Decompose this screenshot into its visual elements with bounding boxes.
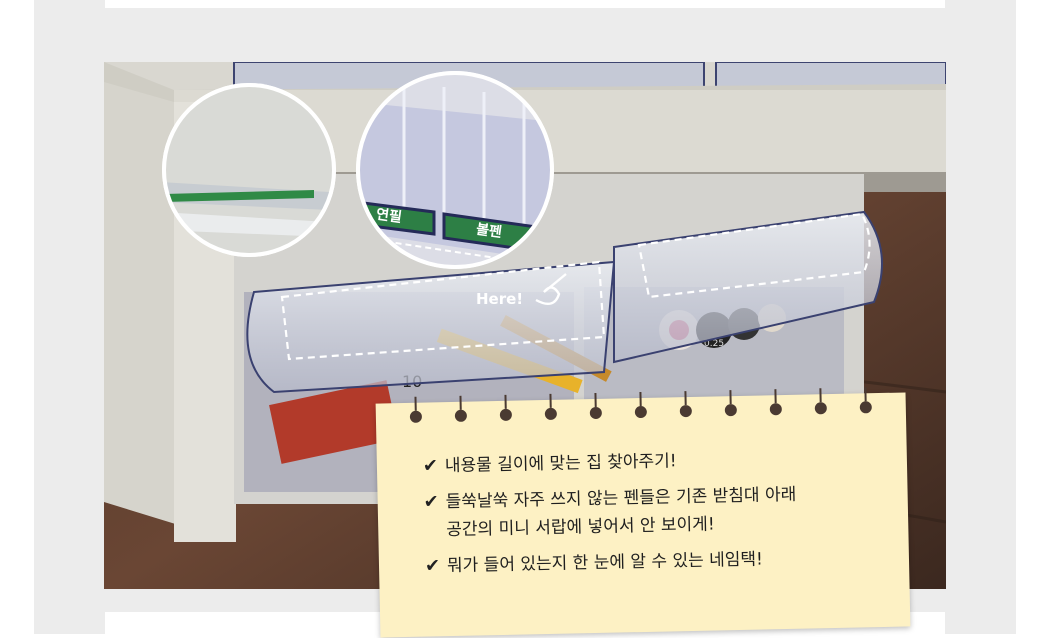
list-item: ✔ 들쑥날쑥 자주 쓰지 않는 펜들은 기존 받침대 아래 공간의 미니 서랍에… — [423, 479, 878, 544]
binding-hole — [500, 408, 513, 421]
binding-hole — [859, 401, 872, 414]
sticky-note: ✔ 내용물 길이에 맞는 집 찾아주기! ✔ 들쑥날쑥 자주 쓰지 않는 펜들은… — [375, 392, 911, 638]
binding-hole — [634, 405, 647, 419]
binding-hole — [724, 404, 737, 417]
list-item: ✔ 내용물 길이에 맞는 집 찾아주기! — [423, 443, 877, 481]
photo-illustration: 10 0.25 — [104, 62, 946, 589]
check-icon: ✔ — [423, 491, 439, 513]
label-ballpen: 볼펜 — [475, 222, 503, 241]
binding-hole — [679, 404, 692, 418]
binding-hole — [769, 403, 782, 416]
list-item-text: 공간의 미니 서랍에 넣어서 안 보이게! — [446, 514, 715, 541]
binding-hole — [544, 407, 558, 421]
list-item: ✔ 뭐가 들어 있는지 한 눈에 알 수 있는 네임택! — [425, 543, 879, 581]
binding-hole — [455, 409, 468, 422]
binding-hole — [814, 402, 827, 415]
product-photo: 10 0.25 — [104, 62, 946, 589]
drawer-number-right: 0.25 — [704, 339, 724, 349]
list-item-text: 뭐가 들어 있는지 한 눈에 알 수 있는 네임택! — [446, 549, 764, 577]
zoom-circle-nametags: 연필 볼펜 — [356, 71, 554, 269]
check-icon: ✔ — [422, 455, 439, 477]
here-label: Here! — [476, 290, 523, 308]
label-pencil: 연필 — [375, 206, 403, 226]
zoom-circle-rail — [162, 83, 336, 257]
top-card — [105, 0, 945, 8]
feature-list: ✔ 내용물 길이에 맞는 집 찾아주기! ✔ 들쑥날쑥 자주 쓰지 않는 펜들은… — [423, 443, 880, 588]
list-item-text: 내용물 길이에 맞는 집 찾아주기! — [444, 451, 677, 477]
binding-hole — [589, 406, 603, 420]
arrow-icon — [535, 273, 567, 306]
check-icon: ✔ — [424, 555, 441, 577]
binding-hole — [410, 410, 423, 423]
